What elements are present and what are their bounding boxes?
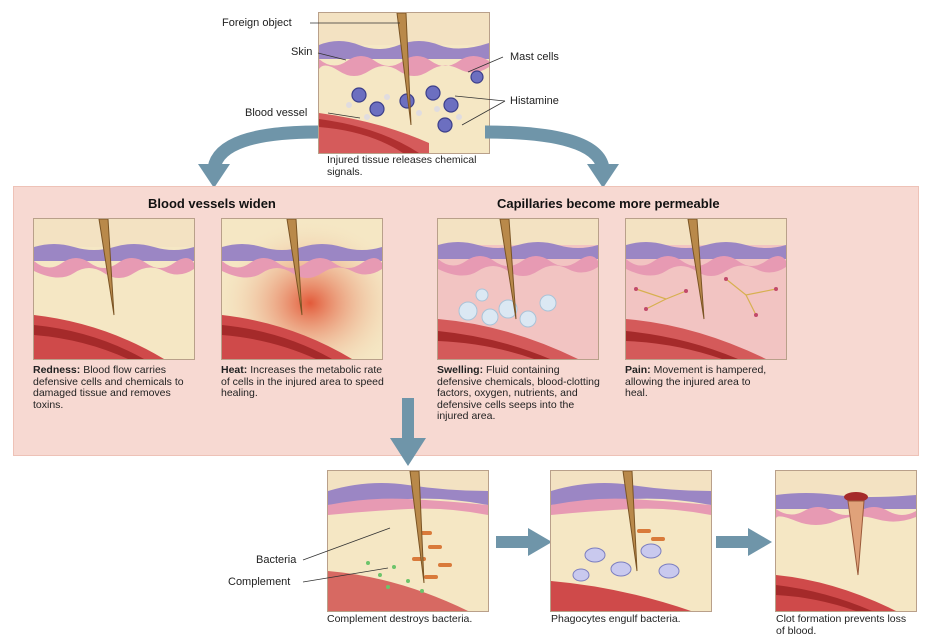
redness-title: Redness:	[33, 364, 80, 376]
histamine-label: Histamine	[510, 95, 559, 107]
pain-caption: Pain: Movement is hampered, allowing the…	[625, 365, 775, 400]
complement-label: Complement	[228, 576, 290, 588]
swelling-caption: Swelling: Fluid containing defensive che…	[437, 365, 602, 423]
top-leader-lines	[0, 0, 926, 160]
clot-formation-illustration	[775, 470, 917, 612]
skin-label: Skin	[291, 46, 312, 58]
bottom-leader-lines	[300, 520, 420, 590]
right-curved-arrow	[485, 118, 645, 190]
redness-caption: Redness: Blood flow carries defensive ce…	[33, 365, 203, 411]
bacteria-label: Bacteria	[256, 554, 296, 566]
heat-title: Heat:	[221, 364, 247, 376]
phagocytes-caption: Phagocytes engulf bacteria.	[551, 614, 721, 626]
mast-cells-label: Mast cells	[510, 51, 559, 63]
swelling-title: Swelling:	[437, 364, 483, 376]
left-curved-arrow	[190, 118, 450, 190]
left-heading: Blood vessels widen	[148, 196, 276, 211]
down-arrow	[390, 398, 426, 468]
right-heading: Capillaries become more permeable	[497, 196, 720, 211]
heat-illustration	[221, 218, 383, 360]
phagocytes-illustration	[550, 470, 712, 612]
redness-illustration	[33, 218, 195, 360]
clot-caption: Clot formation prevents loss of blood.	[776, 614, 916, 637]
swelling-illustration	[437, 218, 599, 360]
complement-caption: Complement destroys bacteria.	[327, 614, 477, 626]
pain-title: Pain:	[625, 364, 651, 376]
pain-illustration	[625, 218, 787, 360]
right-arrow-1	[496, 528, 552, 556]
foreign-object-label: Foreign object	[222, 17, 292, 29]
heat-caption: Heat: Increases the metabolic rate of ce…	[221, 365, 391, 400]
right-arrow-2	[716, 528, 772, 556]
